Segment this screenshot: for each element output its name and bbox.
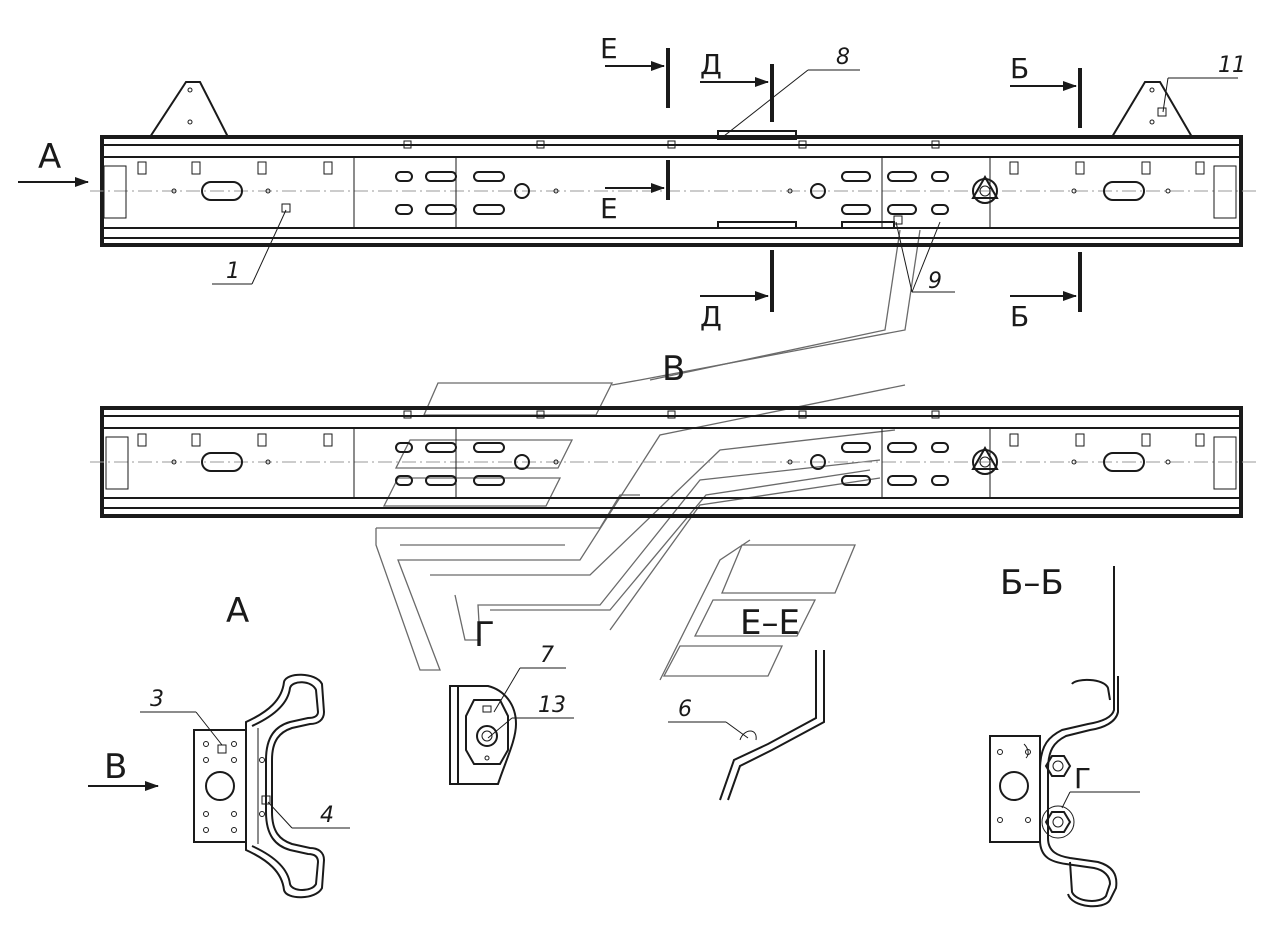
background-watermark [375,229,921,681]
section-bb-detail [989,566,1119,908]
left-bracket [148,81,230,138]
section-d-bottom-label: Д [700,300,722,333]
callout-6: 6 [678,697,692,722]
section-ee-title: Е–Е [740,603,800,643]
view-v-title: В [662,349,685,389]
section-ee-detail [719,650,825,801]
labels: Е Е Д Д Б Б А А В В Г Г Е–Е Б–Б 1 8 11 9… [38,32,1246,828]
view-a-detail [193,673,326,899]
callout-13: 13 [538,693,566,718]
view-v-arrow-label: В [104,747,127,787]
callout-1: 1 [226,259,240,284]
callout-11: 11 [1218,53,1246,78]
view-a-arrow-label: А [38,137,61,177]
section-d-top-label: Д [700,48,722,81]
section-markers [18,48,1082,791]
view-a-title: А [226,591,249,631]
view-g-detail [449,685,518,785]
right-bracket [1110,81,1194,138]
callout-3: 3 [150,687,164,712]
callout-7: 7 [540,643,554,668]
plate-part-8 [717,130,797,140]
view-g-mark: Г [1074,762,1091,795]
callout-8: 8 [836,45,850,70]
section-bb-title: Б–Б [1000,563,1064,603]
view-g-title: Г [474,615,495,655]
top-beam-view [90,81,1260,247]
bottom-beam-view [90,406,1260,518]
section-b-top-label: Б [1010,52,1029,85]
callout-4: 4 [320,803,334,828]
section-e-bottom-label: Е [600,192,618,225]
section-e-top-label: Е [600,32,618,65]
section-b-bottom-label: Б [1010,300,1029,333]
callout-9: 9 [928,269,942,294]
